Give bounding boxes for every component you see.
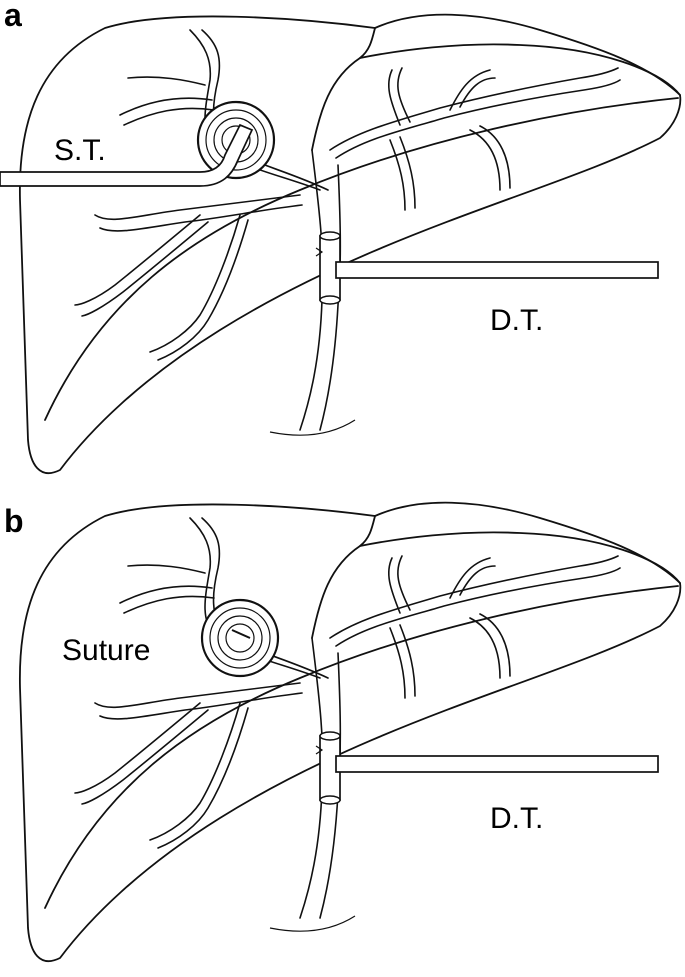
sutured-cyst: [200, 598, 280, 678]
dt-label-b: D.T.: [490, 802, 543, 835]
lobe-line-2: [359, 43, 681, 96]
suture-mark: [231, 629, 251, 639]
common-bile-duct: [269, 637, 356, 932]
inferior-edge: [44, 585, 679, 909]
right-duct-tree: [74, 517, 329, 849]
dt-tube: [315, 731, 659, 805]
lobe-line: [311, 27, 376, 151]
st-tube: [0, 123, 254, 187]
st-label: S.T.: [54, 134, 106, 167]
left-duct-tree: [329, 67, 621, 211]
suture-label: Suture: [62, 634, 150, 667]
inferior-edge: [44, 97, 679, 421]
lobe-line-2: [359, 531, 681, 584]
liver-outline: [19, 501, 682, 963]
liver-diagram-b: b Suture D.T.: [4, 501, 682, 963]
lobe-line: [311, 515, 376, 639]
right-duct-tree: [74, 29, 329, 361]
dt-tube: [315, 231, 659, 305]
panel-b: b Suture D.T.: [0, 488, 685, 977]
left-duct-tree: [329, 555, 621, 699]
panel-letter-a: a: [4, 0, 22, 33]
dt-label-a: D.T.: [490, 304, 543, 337]
liver-diagram-a: a S.T. D.T.: [0, 0, 682, 475]
panel-a: a S.T. D.T.: [0, 0, 685, 488]
liver-outline: [19, 13, 682, 475]
common-bile-duct: [269, 149, 356, 436]
panel-letter-b: b: [4, 503, 24, 539]
